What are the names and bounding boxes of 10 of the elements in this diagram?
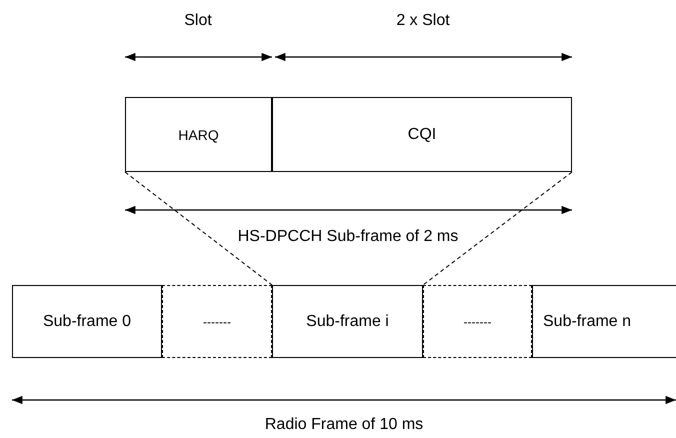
zoom-line — [124, 172, 272, 286]
subframe-box — [12, 285, 162, 358]
zoom-line — [422, 172, 572, 286]
slot-field — [125, 97, 272, 172]
field-label: CQI — [408, 126, 436, 144]
subframe-box — [162, 285, 272, 358]
subframe-box — [532, 285, 676, 358]
slot-field — [272, 97, 572, 172]
subframe-box — [272, 285, 423, 358]
subframe-box — [423, 285, 532, 358]
